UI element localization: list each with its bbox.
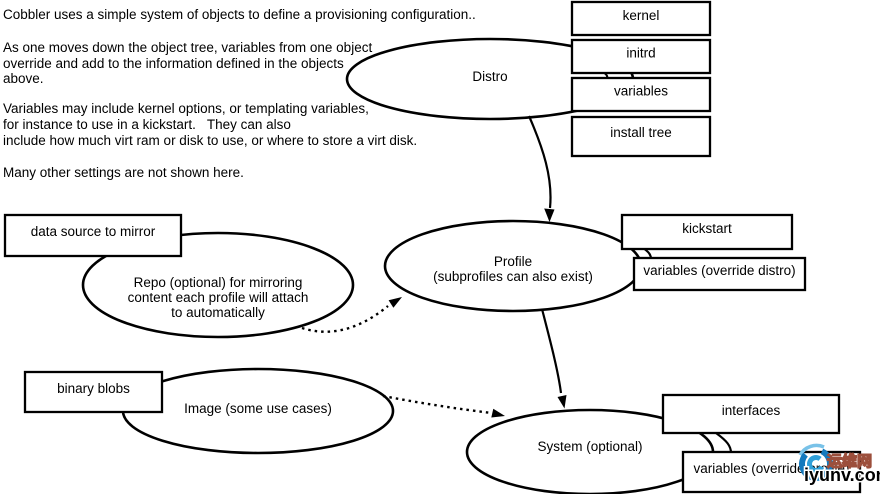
note-line: include how much virt ram or disk to use… [3, 133, 417, 148]
note-line: Variables may include kernel options, or… [3, 101, 369, 116]
repo-label-line3: to automatically [171, 305, 265, 320]
kickstart-box [620, 213, 794, 251]
note-line: As one moves down the object tree, varia… [3, 40, 372, 55]
kickstart-label: kickstart [682, 221, 732, 236]
variables-box [570, 76, 712, 113]
data-source-to-mirror-label: data source to mirror [31, 224, 156, 239]
arrowhead [544, 208, 555, 222]
note-line: override and add to the information defi… [3, 56, 344, 71]
variables-label: variables [614, 84, 668, 99]
binary-blobs-box [23, 370, 164, 414]
kernel-label: kernel [623, 8, 660, 23]
watermark-cn-text: 运维网 [827, 452, 872, 470]
distro-to-profile-arrow [527, 115, 555, 222]
swirl-outer-light-arc [798, 443, 825, 456]
distro-attribute-boxes [570, 0, 712, 158]
repo-label-line1: Repo (optional) for mirroring [134, 275, 303, 290]
image-label: Image (some use cases) [184, 401, 332, 416]
arrowhead [491, 408, 505, 418]
interfaces-variables-connector [715, 432, 733, 454]
interfaces-label: interfaces [722, 403, 781, 418]
note-line: Many other settings are not shown here. [3, 165, 244, 180]
arrowhead [388, 297, 402, 308]
install-tree-box [570, 115, 712, 158]
install-tree-label: install tree [610, 125, 672, 140]
initrd-box [570, 38, 712, 75]
description-text: Cobbler uses a simple system of objects … [3, 7, 476, 180]
initrd-label: initrd [626, 46, 655, 61]
watermark-site-text: iyunv.com [804, 465, 880, 485]
variables-override-distro-label: variables (override distro) [643, 263, 795, 278]
binary-blobs-label: binary blobs [57, 381, 130, 396]
profile-label-line1: Profile [494, 254, 532, 269]
profile-to-system-arrow [540, 308, 567, 409]
note-line: above. [3, 71, 44, 86]
profile-attribute-boxes [620, 213, 807, 292]
note-line: Cobbler uses a simple system of objects … [3, 7, 476, 22]
arrowhead [557, 395, 567, 409]
data-source-to-mirror-box [3, 213, 183, 258]
interfaces-box [661, 393, 841, 435]
variables-override-distro-box [632, 256, 807, 292]
repo-node [81, 231, 355, 339]
kernel-box [570, 0, 712, 37]
distro-label: Distro [472, 69, 507, 84]
watermark: 运维网 iyunv.com [798, 443, 880, 487]
note-line: for instance to use in a kickstart. They… [3, 117, 291, 132]
profile-label-line2: (subprofiles can also exist) [433, 269, 593, 284]
repo-to-profile-arrow [301, 297, 402, 333]
repo-label-line2: content each profile will attach [128, 290, 309, 305]
image-to-system-arrow [382, 394, 505, 418]
system-label: System (optional) [537, 439, 642, 454]
